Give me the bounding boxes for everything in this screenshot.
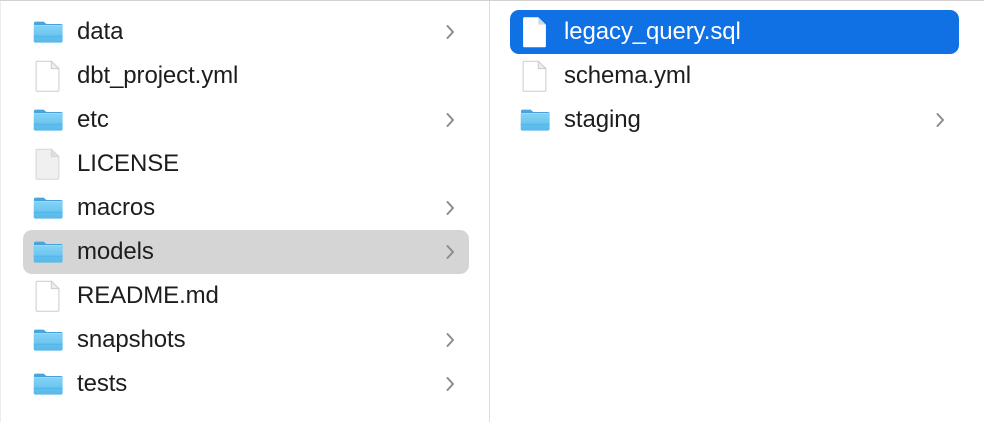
file-row[interactable]: LICENSE (23, 142, 469, 186)
item-label: etc (77, 106, 109, 133)
folder-row[interactable]: staging (510, 98, 959, 142)
item-label: staging (564, 106, 641, 133)
chevron-right-icon[interactable] (444, 374, 457, 394)
folder-row[interactable]: data (23, 10, 469, 54)
folder-icon (33, 109, 63, 131)
folder-row[interactable]: models (23, 230, 469, 274)
item-label: data (77, 18, 124, 45)
folder-row[interactable]: snapshots (23, 318, 469, 362)
file-row[interactable]: dbt_project.yml (23, 54, 469, 98)
folder-icon (33, 373, 63, 395)
document-icon (523, 17, 546, 48)
folder-icon (33, 329, 63, 351)
document-icon (522, 60, 547, 92)
folder-icon (33, 197, 63, 219)
folder-row[interactable]: tests (23, 362, 469, 406)
chevron-right-icon[interactable] (444, 22, 457, 42)
finder-column-child: legacy_query.sql schema.yml staging (490, 1, 983, 422)
document-plain-icon (35, 148, 60, 180)
chevron-right-icon[interactable] (444, 110, 457, 130)
item-label: LICENSE (77, 150, 180, 177)
file-row[interactable]: schema.yml (510, 54, 959, 98)
chevron-right-icon[interactable] (444, 242, 457, 262)
folder-icon (33, 21, 63, 43)
item-label: schema.yml (564, 62, 692, 89)
item-label: dbt_project.yml (77, 62, 239, 89)
item-label: tests (77, 370, 128, 397)
file-row[interactable]: README.md (23, 274, 469, 318)
chevron-right-icon[interactable] (934, 110, 947, 130)
item-label: README.md (77, 282, 219, 309)
file-row[interactable]: legacy_query.sql (510, 10, 959, 54)
file-list-child: legacy_query.sql schema.yml staging (490, 10, 983, 142)
item-label: macros (77, 194, 156, 221)
item-label: legacy_query.sql (564, 18, 741, 45)
document-icon (35, 60, 60, 92)
chevron-right-icon[interactable] (444, 330, 457, 350)
chevron-right-icon[interactable] (444, 198, 457, 218)
folder-row[interactable]: macros (23, 186, 469, 230)
item-label: models (77, 238, 154, 265)
document-icon (35, 280, 60, 312)
folder-icon (33, 241, 63, 263)
folder-icon (520, 109, 550, 131)
folder-row[interactable]: etc (23, 98, 469, 142)
item-label: snapshots (77, 326, 186, 353)
